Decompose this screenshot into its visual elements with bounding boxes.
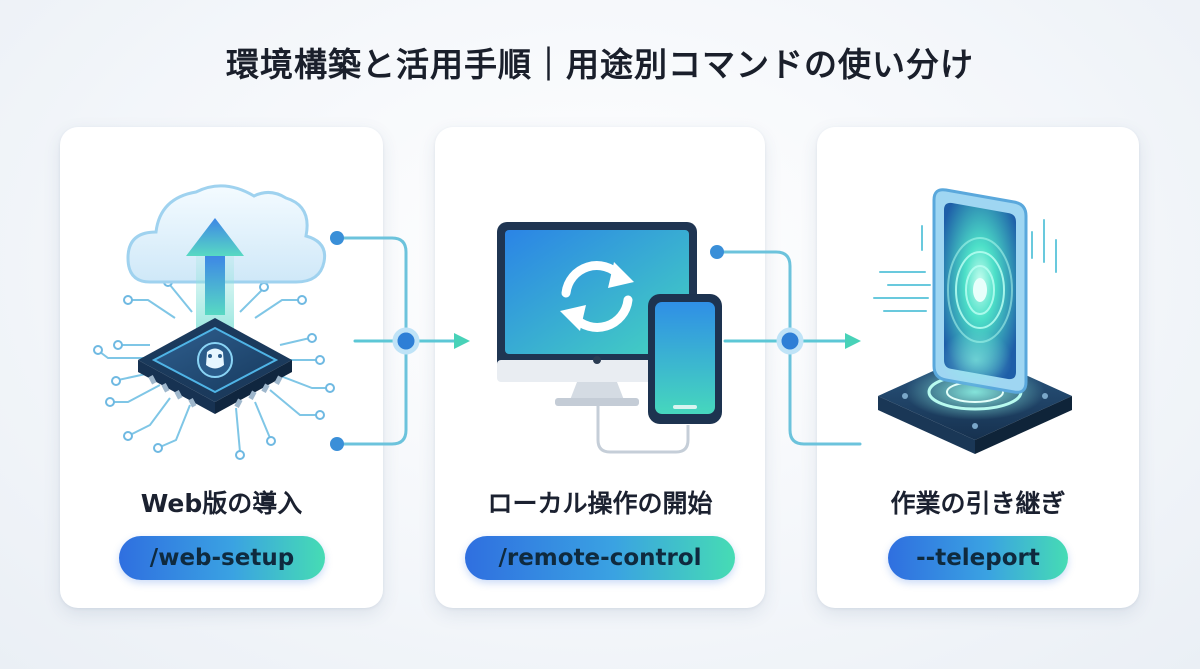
arrow-head-icon [454, 333, 470, 349]
connector-node [330, 437, 344, 451]
command-text: --teleport [916, 545, 1040, 571]
teleport-portal-icon [873, 188, 1072, 454]
arrow-head-icon [845, 333, 861, 349]
command-pill-remote-control: /remote-control [465, 536, 735, 580]
command-text: /remote-control [498, 545, 702, 571]
junction-node [392, 327, 420, 355]
step-label-web-setup: Web版の導入 [140, 489, 303, 518]
monitor-phone-sync-icon [497, 222, 722, 454]
command-text: /web-setup [149, 545, 295, 571]
step-label-teleport: 作業の引き継ぎ [890, 489, 1066, 518]
connector-node [710, 245, 724, 259]
command-pill-web-setup: /web-setup [119, 536, 325, 580]
page-title: 環境構築と活用手順｜用途別コマンドの使い分け [226, 45, 974, 84]
junction-node [776, 327, 804, 355]
step-label-remote-control: ローカル操作の開始 [487, 489, 713, 518]
connector-node [330, 231, 344, 245]
cloud-upload-chip-icon [93, 184, 335, 460]
command-pill-teleport: --teleport [888, 536, 1068, 580]
